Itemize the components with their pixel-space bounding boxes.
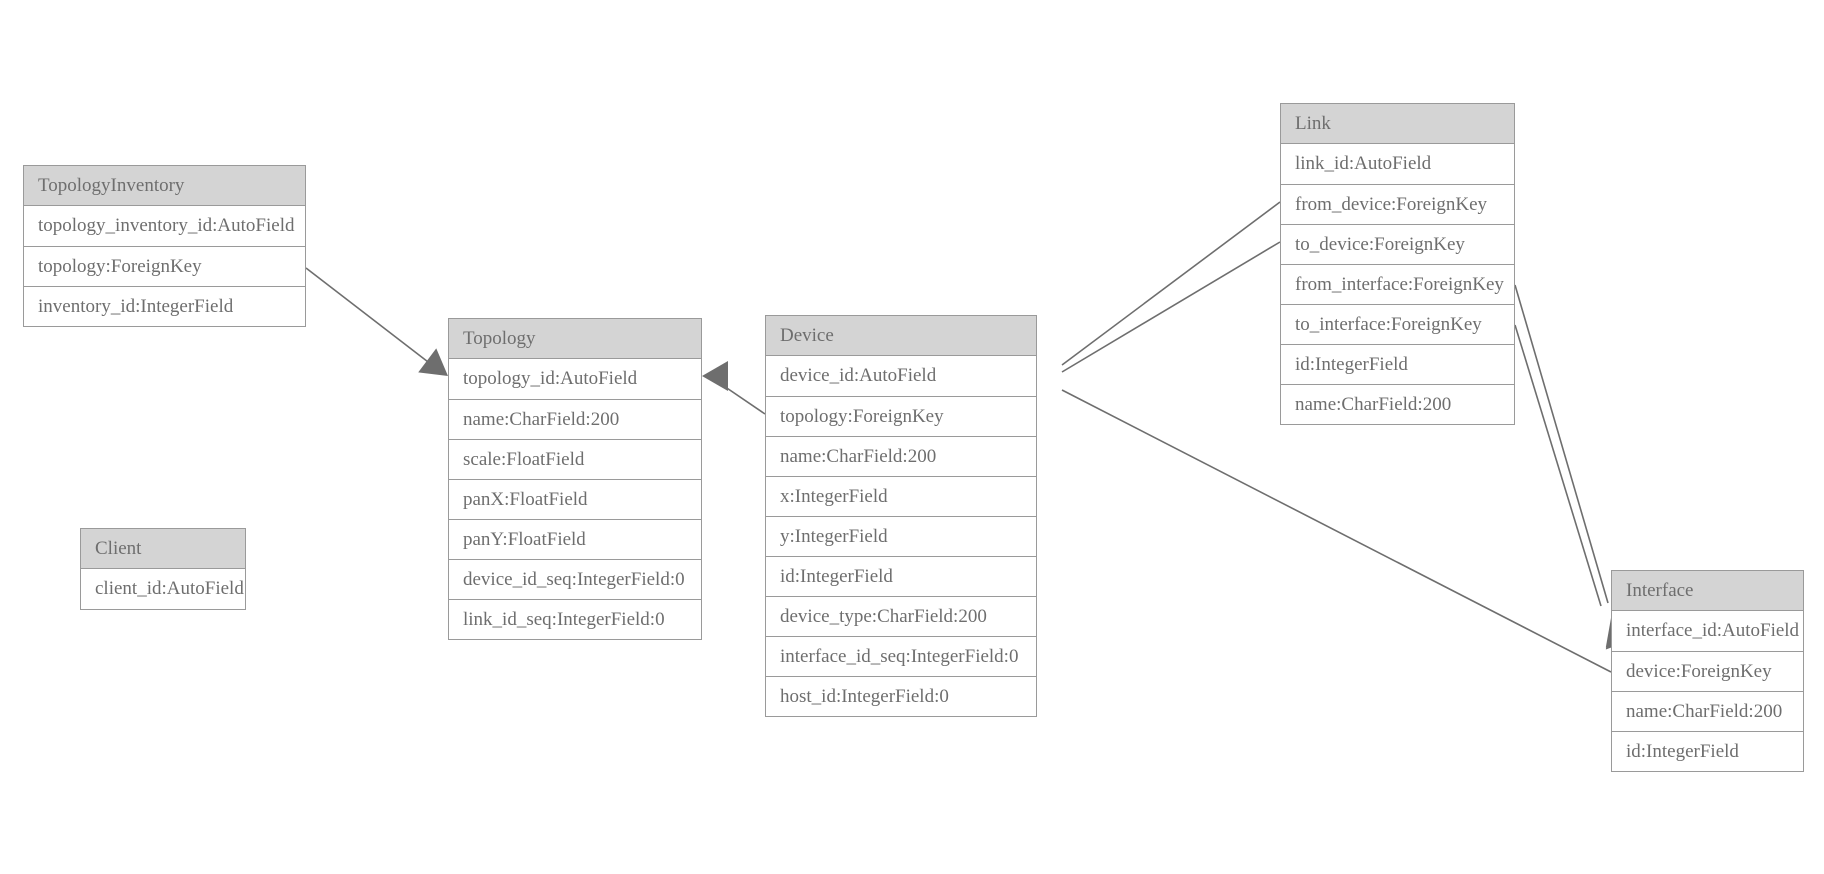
entity-field[interactable]: panX:FloatField <box>449 479 701 519</box>
entity-field[interactable]: from_device:ForeignKey <box>1281 184 1514 224</box>
entity-field[interactable]: name:CharField:200 <box>1612 691 1803 731</box>
entity-field[interactable]: interface_id_seq:IntegerField:0 <box>766 636 1036 676</box>
entity-field[interactable]: device_id:AutoField <box>766 356 1036 396</box>
relation-line-link-from_device-to-device <box>1061 201 1281 366</box>
entity-field[interactable]: link_id_seq:IntegerField:0 <box>449 599 701 639</box>
relation-line-link-from_interface-to-interface <box>1514 284 1609 604</box>
entity-field[interactable]: id:IntegerField <box>1281 344 1514 384</box>
entity-field[interactable]: id:IntegerField <box>1612 731 1803 771</box>
entity-field[interactable]: scale:FloatField <box>449 439 701 479</box>
entity-field[interactable]: topology:ForeignKey <box>766 396 1036 436</box>
entity-field-list-client: client_id:AutoField <box>81 569 245 609</box>
entity-field[interactable]: host_id:IntegerField:0 <box>766 676 1036 716</box>
entity-field[interactable]: from_interface:ForeignKey <box>1281 264 1514 304</box>
entity-title-link: Link <box>1281 104 1514 144</box>
entity-title-client: Client <box>81 529 245 569</box>
relation-line-link-to_device-to-device <box>1061 241 1281 373</box>
entity-title-topology_inventory: TopologyInventory <box>24 166 305 206</box>
entity-field[interactable]: topology_inventory_id:AutoField <box>24 206 305 246</box>
entity-title-interface: Interface <box>1612 571 1803 611</box>
entity-field[interactable]: name:CharField:200 <box>766 436 1036 476</box>
entity-field[interactable]: device:ForeignKey <box>1612 651 1803 691</box>
entity-field[interactable]: device_id_seq:IntegerField:0 <box>449 559 701 599</box>
entity-title-topology: Topology <box>449 319 701 359</box>
entity-field[interactable]: device_type:CharField:200 <box>766 596 1036 636</box>
relation-line-interface-device-to-device <box>1061 389 1612 673</box>
entity-field[interactable]: name:CharField:200 <box>1281 384 1514 424</box>
entity-field[interactable]: topology:ForeignKey <box>24 246 305 286</box>
entity-field[interactable]: client_id:AutoField <box>81 569 245 609</box>
entity-field[interactable]: x:IntegerField <box>766 476 1036 516</box>
entity-field[interactable]: interface_id:AutoField <box>1612 611 1803 651</box>
relation-line-topology_inventory-to-topology <box>305 267 433 366</box>
entity-field[interactable]: panY:FloatField <box>449 519 701 559</box>
relation-line-link-to_interface-to-interface <box>1514 324 1602 607</box>
entity-field[interactable]: inventory_id:IntegerField <box>24 286 305 326</box>
entity-field[interactable]: to_device:ForeignKey <box>1281 224 1514 264</box>
entity-field[interactable]: y:IntegerField <box>766 516 1036 556</box>
entity-field[interactable]: link_id:AutoField <box>1281 144 1514 184</box>
entity-field[interactable]: to_interface:ForeignKey <box>1281 304 1514 344</box>
entity-field[interactable]: name:CharField:200 <box>449 399 701 439</box>
relation-arrowhead-device-to-topology <box>702 361 728 391</box>
relation-line-device-to-topology <box>717 381 766 415</box>
entity-field[interactable]: topology_id:AutoField <box>449 359 701 399</box>
entity-field[interactable]: id:IntegerField <box>766 556 1036 596</box>
entity-title-device: Device <box>766 316 1036 356</box>
